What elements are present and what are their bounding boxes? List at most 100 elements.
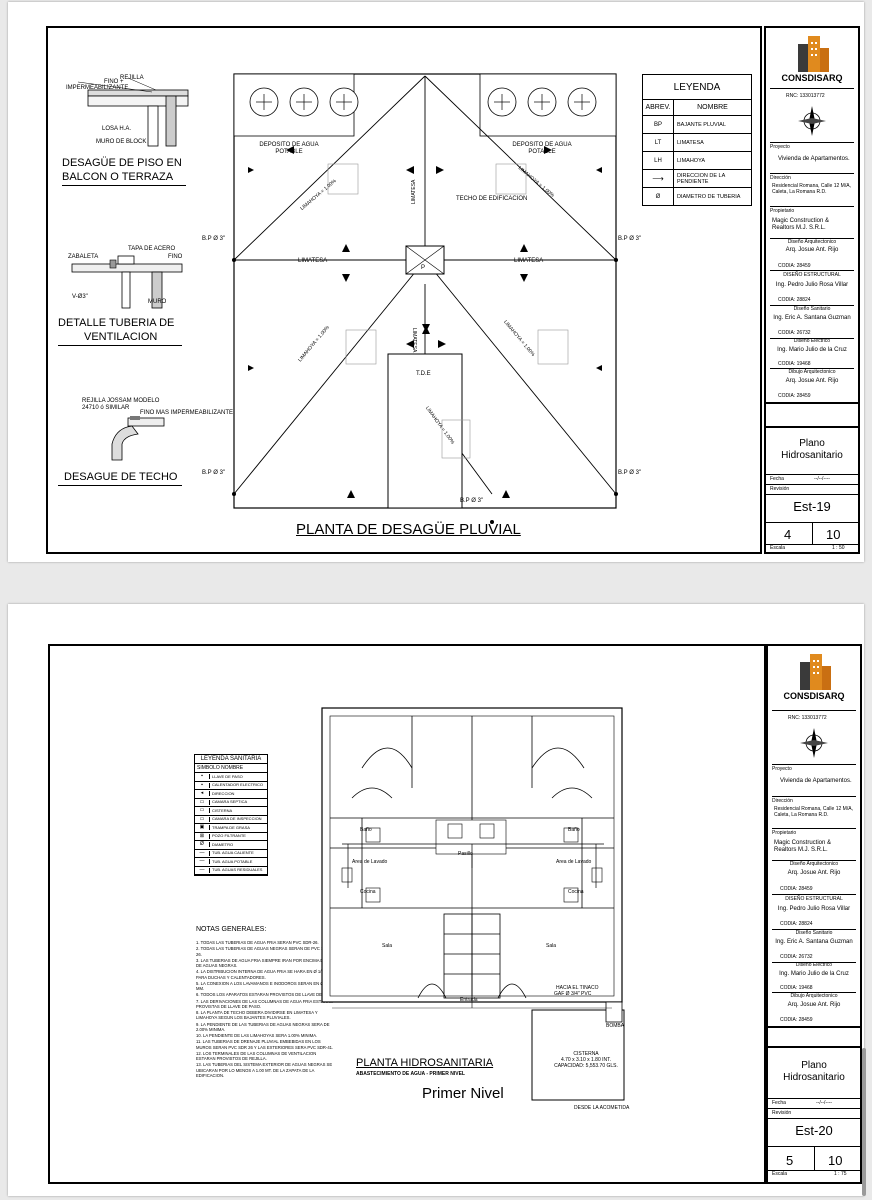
note-item: 2. TODAS LAS TUBERIAS DE AGUAS NEGRAS SE… <box>196 946 332 957</box>
label-tapa-acero: TAPA DE ACERO <box>128 246 176 252</box>
codia1: CODIA: 28459 <box>778 263 811 269</box>
legend-col-abrev: ABREV. <box>642 99 674 116</box>
label-arq: Diseño Arquitectonico <box>789 861 839 867</box>
codia4: CODIA: 19468 <box>780 985 813 991</box>
label-escala: Escala <box>770 545 786 551</box>
label-muro: MURO <box>148 299 167 305</box>
sheet1-scale: 1 : 50 <box>832 545 845 551</box>
label-zabaleta: ZABALETA <box>68 254 99 260</box>
vertical-scrollbar-thumb[interactable] <box>862 1048 866 1196</box>
label-electrico: Diseño Electrico <box>793 338 831 344</box>
sanitary-legend-title: LEYENDA SANITARIA <box>195 755 267 764</box>
value-arq: Arq. Josue Ant. Rijo <box>787 870 841 876</box>
sheet1-id: Est-19 <box>793 499 831 514</box>
room-pasillo: Pasillo <box>458 851 473 857</box>
legend-abrev: LH <box>642 151 674 170</box>
bp-top-right: B.P Ø 3" <box>618 236 642 242</box>
room-entrada: Entrada <box>460 997 478 1003</box>
label-hacia-tinaco-l1: HACIA EL TINACO <box>556 985 599 991</box>
legend-symbol-icon: ▣ <box>195 825 210 831</box>
note-item: 4. LA DISTRIBUCION INTERNA DE AGUA FRIA … <box>196 969 332 980</box>
legend-item-label: DIAMETRO <box>212 841 234 847</box>
sheet1-name-l1: Plano <box>799 438 825 449</box>
sheet2-id: Est-20 <box>795 1123 833 1138</box>
legend-item-label: TUB. AGUAS RESIDUALES <box>212 867 263 873</box>
label-fino: FINO + <box>104 79 124 85</box>
legend-symbol-icon: — <box>195 859 210 865</box>
sanitary-legend-item: ▣TRAMPA DE GRASA <box>195 824 267 833</box>
sheet1-drawing-title: PLANTA DE DESAGÜE PLUVIAL <box>296 521 521 538</box>
codia3: CODIA: 26732 <box>778 330 811 336</box>
title-block: CONSDISARQ RNC: 133013772 Proyecto Vivie… <box>766 644 862 1184</box>
sheet1-total: 10 <box>826 527 841 542</box>
label-fecha: Fecha <box>770 476 784 482</box>
room-sala-right: Sala <box>546 943 557 949</box>
roof-plan-drawing <box>232 73 618 524</box>
value-fecha: --/--/---- <box>816 1100 833 1106</box>
label-p: P <box>421 265 426 271</box>
codia1: CODIA: 28459 <box>780 886 813 892</box>
sheet2-name-l2: Hidrosanitario <box>783 1072 845 1083</box>
value-electrico: Ing. Mario Julio de la Cruz <box>779 971 849 977</box>
deposito-right-l2: POTABLE <box>528 149 556 155</box>
sheet1-name-l2: Hidrosanitario <box>781 450 843 461</box>
codia5: CODIA: 28459 <box>778 393 811 399</box>
value-electrico: Ing. Mario Julio de la Cruz <box>777 347 847 353</box>
legend-abrev: Ø <box>642 187 674 206</box>
sanitary-legend-item: ▪LLAVE DE PASO <box>195 773 267 782</box>
legend-nombre: LIMAHOYA <box>673 151 752 170</box>
label-electrico: Diseño Electrico <box>795 962 833 968</box>
value-sanitario: Ing. Eric A. Santana Guzman <box>775 939 853 945</box>
underline <box>62 185 186 186</box>
label-revision: Revisión <box>770 486 790 492</box>
room-bano-right: Baño <box>568 827 580 833</box>
roof-drain-detail-drawing <box>111 416 165 461</box>
company-rnc: RNC: 133013772 <box>786 93 825 99</box>
legend-symbol-icon: ◂ <box>195 791 210 797</box>
legend-item-label: CAMARA DE INSPECCION <box>212 816 262 822</box>
note-item: 8. LA PLANTA DE TECHO DEBERA DIVIDIRSE E… <box>196 1010 318 1021</box>
detail-title-balcon-l1: DESAGÜE DE PISO EN <box>62 157 182 169</box>
detail-title-vent-l1: DETALLE TUBERIA DE <box>58 317 175 329</box>
sanitary-legend-item: ▪CALENTADOR ELECTRICO <box>195 782 267 790</box>
legend-symbol-icon: Ø <box>195 842 210 848</box>
sanitary-legend-item: ⊠POZO FILTRANTE <box>195 833 267 841</box>
sanitary-legend-item: —TUB. AGUA POTABLE <box>195 858 267 867</box>
label-sanitario: Diseño Sanitario <box>795 930 833 936</box>
legend-item-label: LLAVE DE PASO <box>212 773 243 779</box>
label-propietario: Propietario <box>770 208 795 214</box>
label-hacia-tinaco-l2: GAF Ø 3/4" PVC <box>554 991 592 997</box>
value-estructural: Ing. Pedro Julio Rosa Villar <box>775 282 849 288</box>
label-direccion: Dirección <box>772 798 793 804</box>
label-estructural: DISEÑO ESTRUCTURAL <box>783 272 841 278</box>
codia5: CODIA: 28459 <box>780 1017 813 1023</box>
value-proyecto: Vivienda de Apartamentos. <box>778 156 850 162</box>
legend-symbol-icon: ⊠ <box>195 833 210 839</box>
legend-item-label: CALENTADOR ELECTRICO <box>212 782 264 788</box>
legend-symbol-icon: ▪ <box>195 782 210 788</box>
label-rejilla: REJILLA <box>120 75 144 81</box>
note-item: 13. LAS TUBERIAS DEL SISTEMA EXTERIOR DE… <box>196 1062 333 1078</box>
title-block: CONSDISARQ RNC: 133013772 Proyecto Vivie… <box>764 26 860 554</box>
underline <box>58 345 182 346</box>
floor-plan-drawing <box>321 707 625 1101</box>
sanitary-legend-list: ▪LLAVE DE PASO▪CALENTADOR ELECTRICO◂DIRE… <box>195 773 267 875</box>
label-fecha: Fecha <box>772 1100 786 1106</box>
sheet2-drawing-title: PLANTA HIDROSANITARIA <box>356 1057 494 1069</box>
balcon-drain-detail-drawing <box>77 77 189 147</box>
bp-bottom-left: B.P Ø 3" <box>202 470 226 476</box>
legend-symbol-icon: ▪ <box>195 774 210 780</box>
sanitary-legend-item: ▭CAMARA SEPTICA <box>195 799 267 807</box>
label-cisterna-l1: CISTERNA <box>573 1051 599 1057</box>
legend-symbol-icon: — <box>195 850 210 856</box>
note-item: 7. LAS DERIVACIONES DE LAS COLUMNAS DE A… <box>196 998 333 1009</box>
label-direccion: Dirección <box>770 175 791 181</box>
codia3: CODIA: 26732 <box>780 954 813 960</box>
note-item: 3. LAS TUBERIAS DE AGUA FRIA SIEMPRE IRA… <box>196 957 336 968</box>
note-item: 9. LA PENDIENTE DE LAS TUBERIAS DE AGUAS… <box>196 1021 330 1032</box>
legend-col-nombre: NOMBRE <box>673 99 752 116</box>
company-rnc: RNC: 133013772 <box>788 715 827 721</box>
value-propietario: Magic Construction & Realtors M.J. S.R.L… <box>772 218 830 231</box>
drawing-frame: LEYENDA SANITARIA SIMBOLO NOMBRE ▪LLAVE … <box>48 644 766 1184</box>
